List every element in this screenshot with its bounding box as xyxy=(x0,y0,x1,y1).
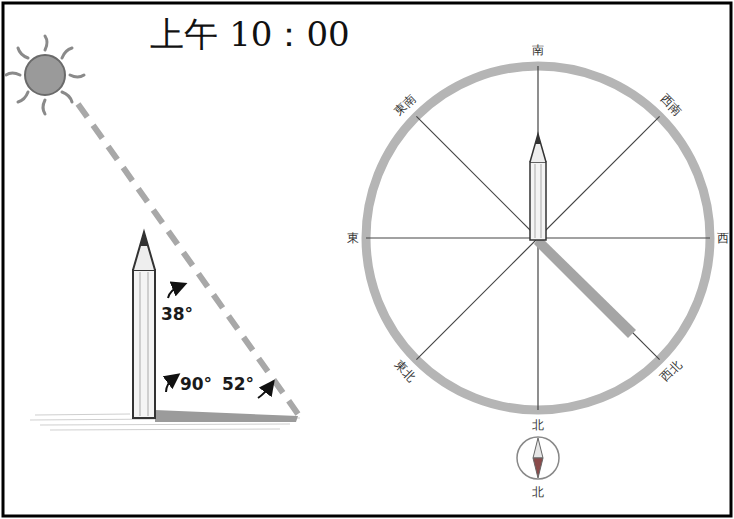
compass-label: 北 xyxy=(532,486,544,498)
direction-label: 南 xyxy=(532,44,544,56)
compass-icon xyxy=(517,437,559,479)
direction-circle xyxy=(366,66,710,410)
pencil xyxy=(530,134,546,240)
shadow xyxy=(534,236,636,338)
angle-label: 38° xyxy=(161,306,193,323)
direction-label: 東 xyxy=(347,232,359,244)
direction-label: 北 xyxy=(532,419,544,431)
sun xyxy=(6,36,84,114)
sun-ray xyxy=(78,104,298,414)
pencil xyxy=(133,232,155,418)
angle-label: 52° xyxy=(222,376,254,393)
frame xyxy=(3,3,731,516)
shadow xyxy=(155,410,298,422)
angle-arrow xyxy=(166,286,270,398)
direction-label: 西 xyxy=(717,232,729,244)
angle-label: 90° xyxy=(180,376,212,393)
time-title: 上午 10：00 xyxy=(150,17,349,51)
